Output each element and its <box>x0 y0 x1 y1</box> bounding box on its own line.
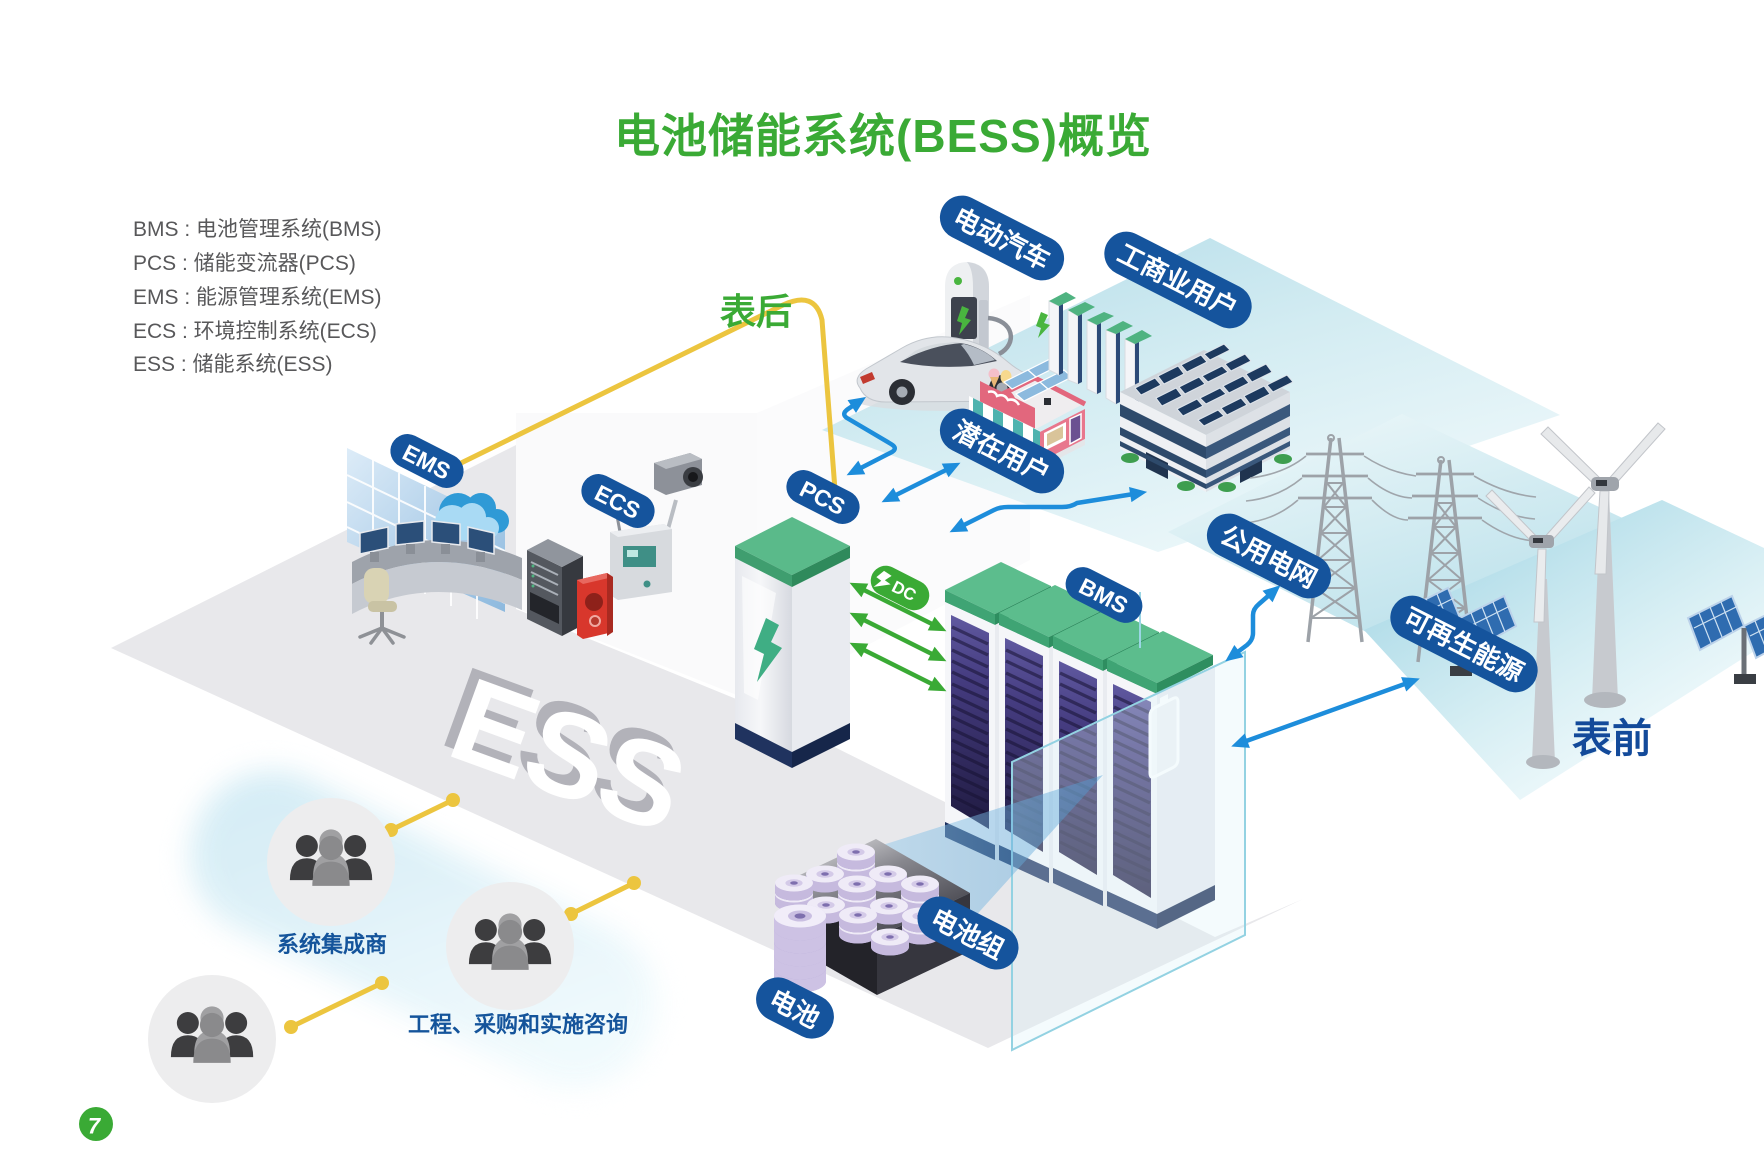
svg-text:表前: 表前 <box>1572 717 1652 761</box>
svg-text:7: 7 <box>88 1114 102 1139</box>
svg-text:ECS : 环境控制系统(ECS): ECS : 环境控制系统(ECS) <box>133 320 377 343</box>
svg-text:BMS : 电池管理系统(BMS): BMS : 电池管理系统(BMS) <box>133 218 382 241</box>
svg-text:表后: 表后 <box>720 291 792 332</box>
svg-text:EMS : 能源管理系统(EMS): EMS : 能源管理系统(EMS) <box>133 286 382 309</box>
svg-text:PCS : 储能变流器(PCS): PCS : 储能变流器(PCS) <box>133 252 356 275</box>
svg-text:系统集成商: 系统集成商 <box>277 932 387 957</box>
svg-text:电池储能系统(BESS)概览: 电池储能系统(BESS)概览 <box>614 110 1152 162</box>
svg-text:ESS : 储能系统(ESS): ESS : 储能系统(ESS) <box>133 353 333 376</box>
svg-text:工程、采购和实施咨询: 工程、采购和实施咨询 <box>408 1012 628 1037</box>
